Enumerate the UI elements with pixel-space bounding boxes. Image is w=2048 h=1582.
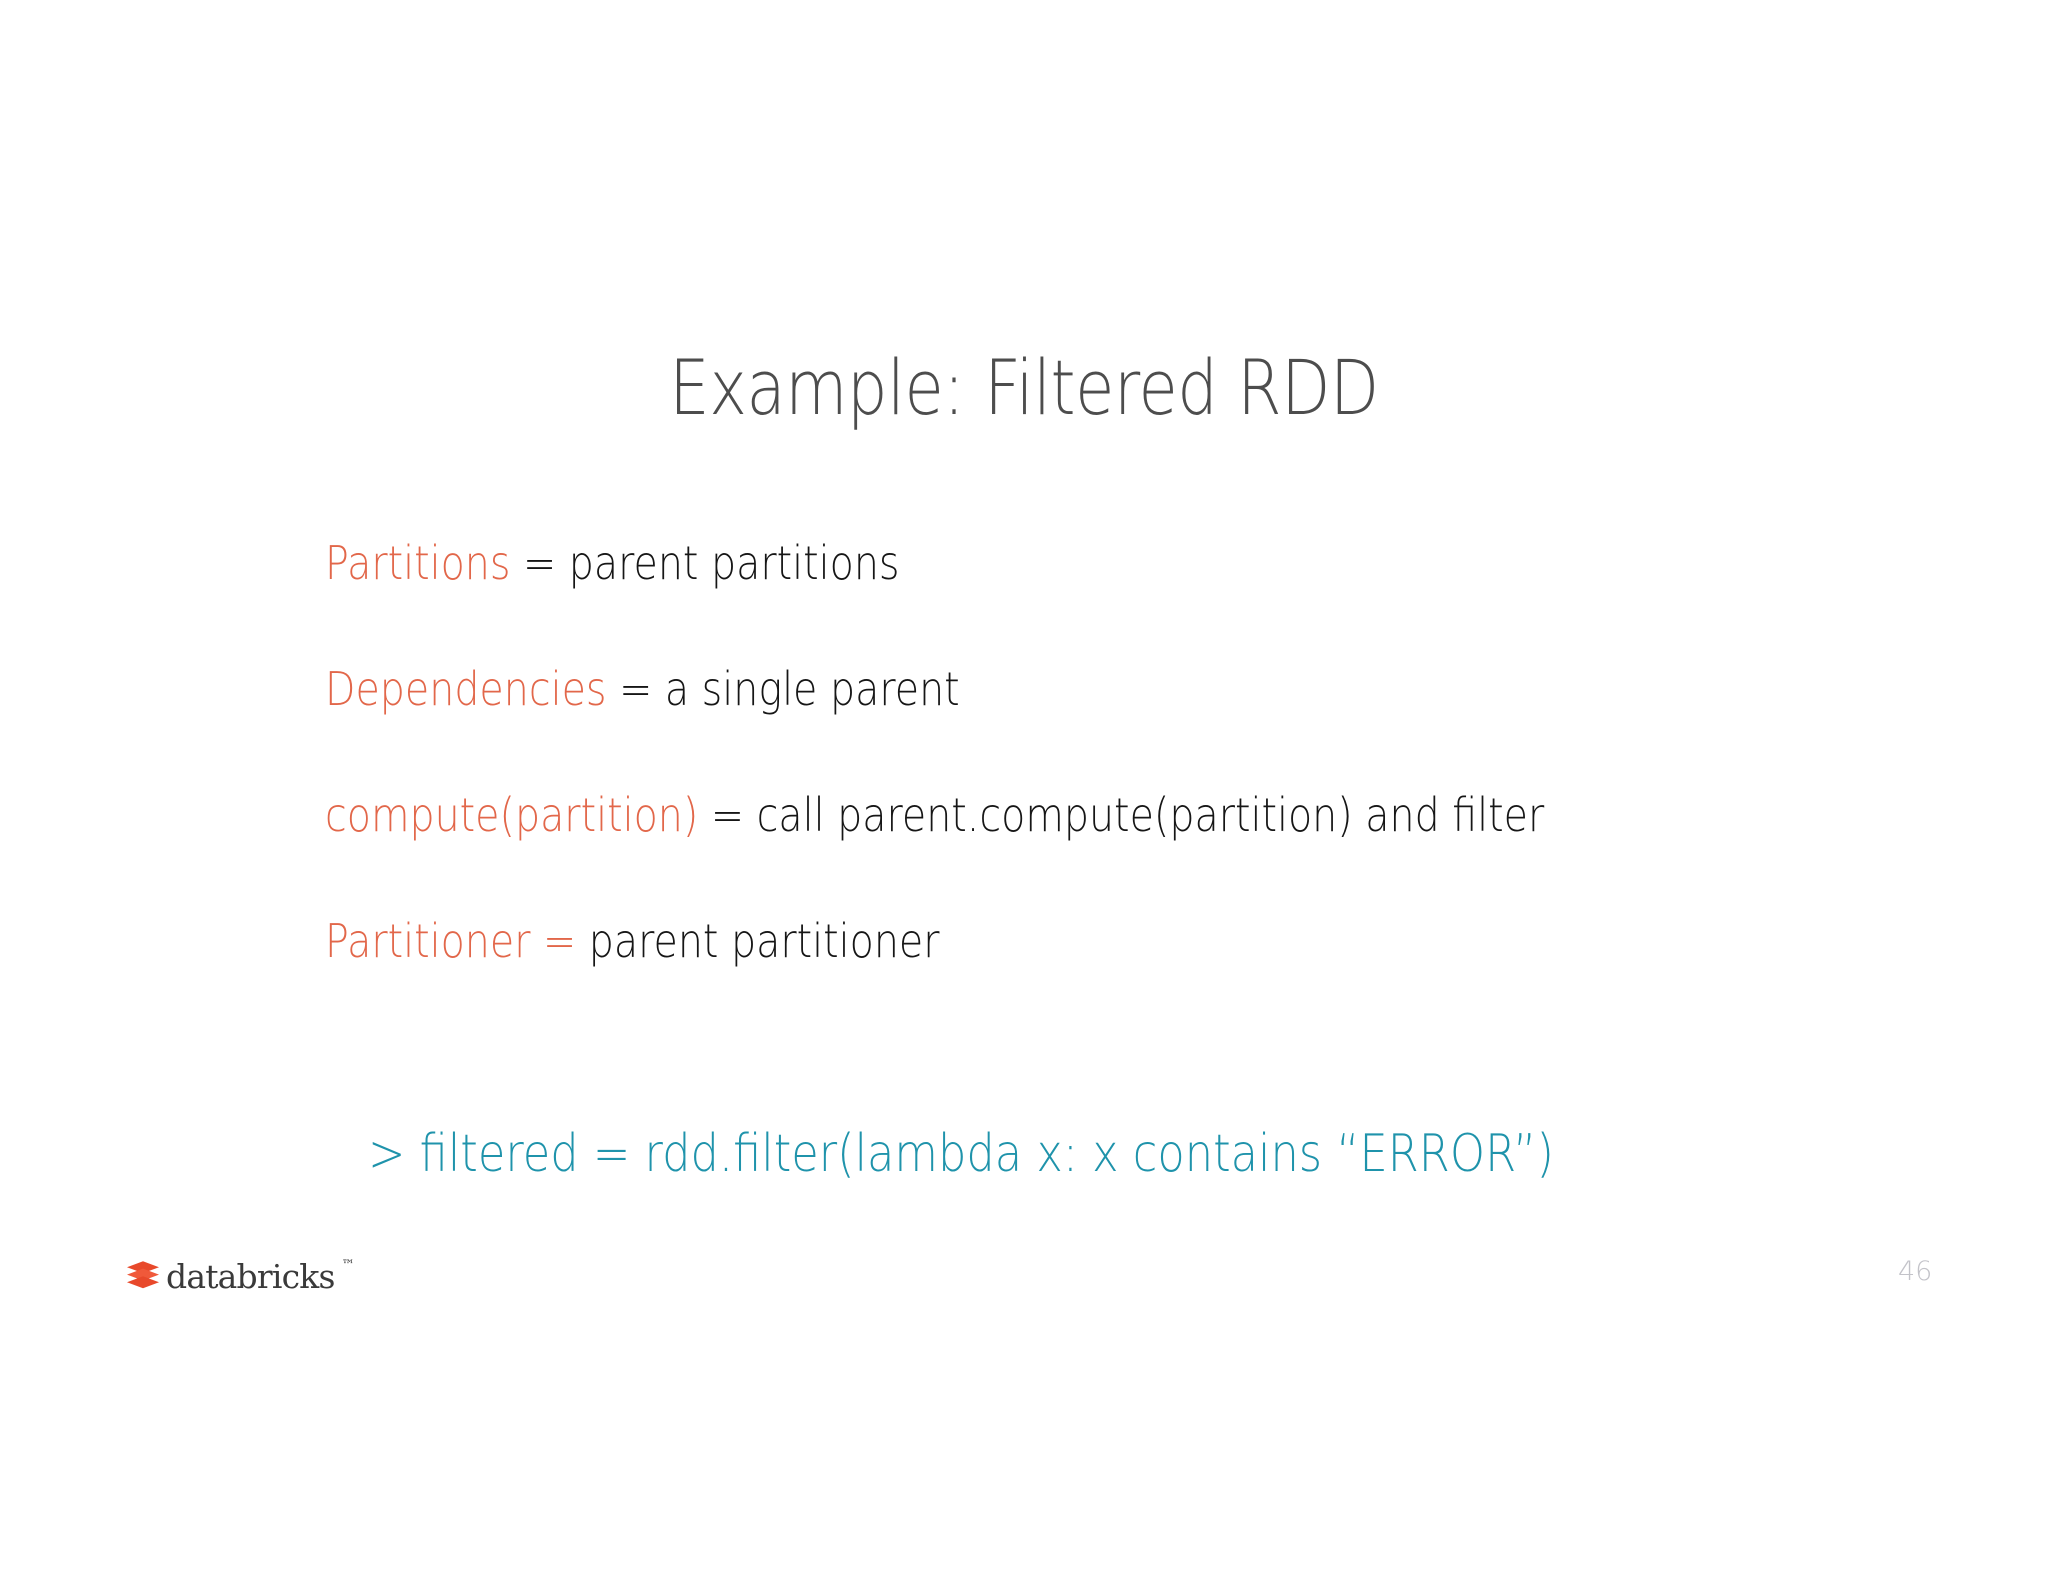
code-example-line: > filtered = rdd.filter(lambda x: x cont…: [368, 1124, 1554, 1184]
property-list: Partitions = parent partitions Dependenc…: [325, 540, 1925, 964]
property-row-partitions: Partitions = parent partitions: [325, 540, 1701, 586]
page-number: 46: [1898, 1256, 1933, 1287]
property-value-partitioner: parent partitioner: [576, 914, 940, 968]
property-row-dependencies: Dependencies = a single parent: [325, 666, 1701, 712]
property-row-compute: compute(partition) = call parent.compute…: [325, 792, 1701, 838]
databricks-stacked-layers-icon: [127, 1261, 159, 1289]
property-value-compute: = call parent.compute(partition) and fil…: [698, 788, 1545, 842]
property-row-partitioner: Partitioner = parent partitioner: [325, 918, 1701, 964]
property-key-dependencies: Dependencies: [325, 662, 607, 716]
property-value-partitions: = parent partitions: [510, 536, 900, 590]
trademark-symbol: ™: [341, 1257, 355, 1273]
page-title: Example: Filtered RDD: [669, 343, 1379, 432]
property-key-partitioner: Partitioner =: [325, 914, 577, 968]
property-key-compute: compute(partition): [325, 788, 699, 842]
databricks-logo: databricks ™: [126, 1255, 355, 1296]
databricks-wordmark: databricks: [166, 1256, 335, 1296]
property-key-partitions: Partitions: [325, 536, 511, 590]
property-value-dependencies: = a single parent: [606, 662, 960, 716]
